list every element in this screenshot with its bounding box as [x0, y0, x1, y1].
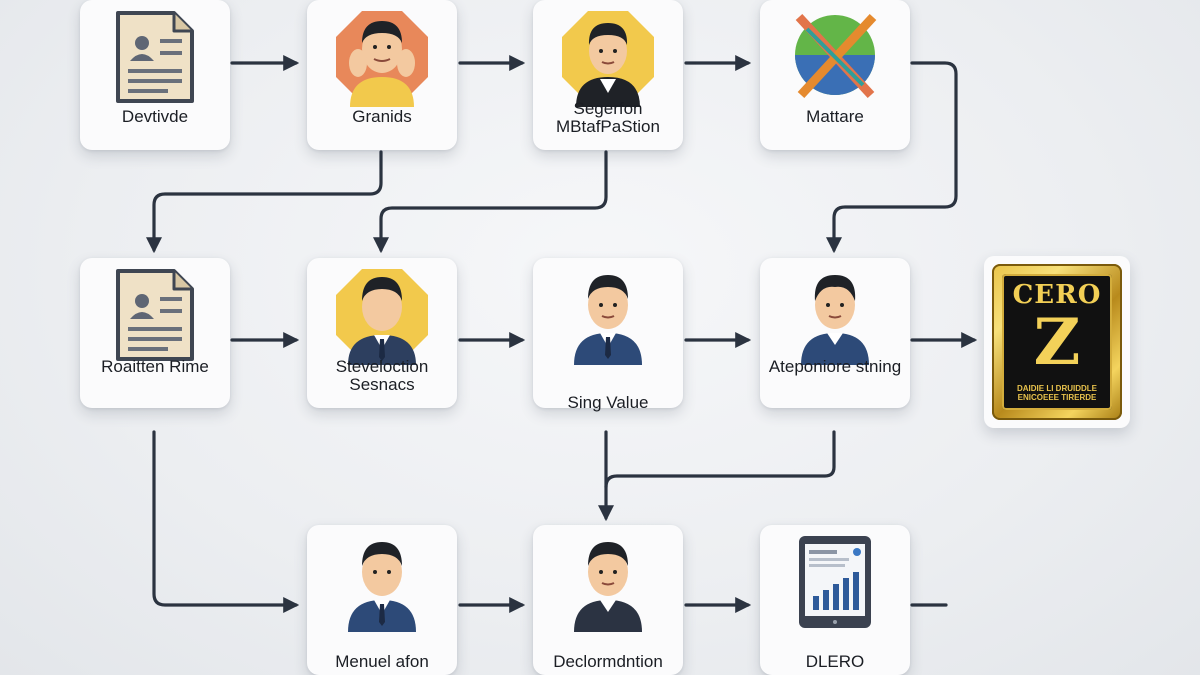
- person-icon: [760, 266, 910, 365]
- node-menuel[interactable]: Menuel afon: [307, 525, 457, 675]
- arrow-n5-to-n9: [152, 430, 300, 613]
- arrow-n2-to-n5: [146, 150, 383, 254]
- node-label: Declormdntion: [553, 652, 663, 671]
- arrow-n4-to-n8: [826, 61, 958, 254]
- badge-title: CERO: [1012, 280, 1102, 310]
- badge-card[interactable]: CERO Z DAIDIE LI DRUIDDLE ENICOEEE TIRER…: [984, 256, 1130, 428]
- bar-chart-icon: [760, 533, 910, 631]
- node-declormdntion[interactable]: Declormdntion: [533, 525, 683, 675]
- badge-letter: Z: [1033, 305, 1081, 380]
- node-label: Ateponiore stning: [768, 357, 902, 376]
- node-label: Menuel afon: [335, 652, 429, 671]
- person-icon: [307, 8, 457, 107]
- gold-badge-icon: CERO Z DAIDIE LI DRUIDDLE ENICOEEE TIRER…: [992, 264, 1122, 420]
- node-roaitten[interactable]: Roaitten Rime: [80, 258, 230, 408]
- node-label: Mattare: [806, 107, 864, 126]
- person-icon: [533, 266, 683, 365]
- node-granids[interactable]: Granids: [307, 0, 457, 150]
- badge-subtitle: DAIDIE LI DRUIDDLE ENICOEEE TIRERDE: [1017, 384, 1097, 402]
- node-label: Devtivde: [121, 107, 189, 126]
- document-icon: [80, 8, 230, 106]
- node-sing-value[interactable]: Sing Value: [533, 258, 683, 412]
- node-dlero[interactable]: DLERO: [760, 525, 910, 675]
- node-label: Steveloction Sesnacs: [335, 357, 429, 394]
- document-icon: [80, 266, 230, 364]
- node-label: Granids: [352, 107, 412, 126]
- person-icon: [533, 8, 683, 107]
- person-icon: [307, 533, 457, 632]
- node-segerfon[interactable]: Segerfon MBtafPaStion: [533, 0, 683, 150]
- node-steveloction[interactable]: Steveloction Sesnacs: [307, 258, 457, 408]
- arrow-n8-to-n10: [604, 430, 836, 489]
- node-devtivde[interactable]: Devtivde: [80, 0, 230, 150]
- person-icon: [533, 533, 683, 632]
- node-label: Roaitten Rime: [101, 357, 209, 376]
- arrow-n3-to-n6: [373, 150, 608, 254]
- node-label: Sing Value: [567, 393, 649, 412]
- node-mattare[interactable]: Mattare: [760, 0, 910, 150]
- person-icon: [307, 266, 457, 365]
- node-ateponiore[interactable]: Ateponiore stning: [760, 258, 910, 408]
- crossed-circle-icon: [760, 8, 910, 106]
- node-label: Segerfon MBtafPaStion: [556, 99, 660, 136]
- node-label: DLERO: [805, 652, 865, 671]
